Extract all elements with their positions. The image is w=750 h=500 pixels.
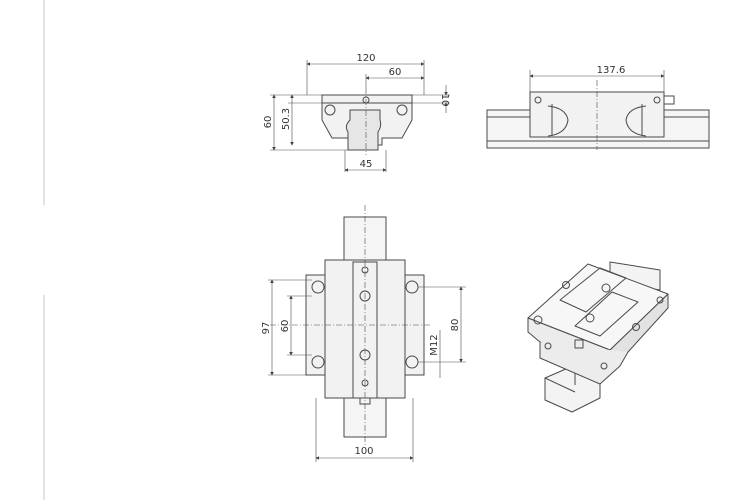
left-border-top: [43, 0, 45, 205]
iso-bolt-front-2: [600, 362, 608, 370]
top-view: [268, 205, 466, 462]
front-dim-total-width: 120: [356, 53, 375, 64]
iso-bolt-front-1: [544, 342, 552, 350]
front-view: [270, 60, 450, 172]
top-bolt-bl: [311, 355, 325, 369]
front-bolt-left: [324, 104, 336, 116]
front-dim-rail-width: 45: [360, 159, 373, 170]
side-dim-length: 137.6: [597, 65, 626, 76]
isometric-view: [527, 261, 669, 413]
top-dim-width: 100: [354, 446, 373, 457]
left-border-bottom: [43, 295, 45, 500]
top-dim-bolt-spacing: 80: [450, 319, 461, 332]
iso-hole-2: [562, 281, 570, 289]
front-rail: [345, 109, 382, 151]
iso-hole-1: [533, 315, 543, 325]
iso-grease-nipple: [574, 339, 584, 349]
side-bolt-left: [534, 96, 542, 104]
front-dim-top-offset: 10: [439, 94, 450, 107]
iso-hole-6: [656, 296, 664, 304]
top-dim-hole-pitch-long: 97: [261, 322, 272, 335]
iso-hole-3: [601, 283, 611, 293]
front-bolt-right: [396, 104, 408, 116]
front-dim-height: 60: [263, 116, 274, 129]
top-bolt-tl: [311, 280, 325, 294]
iso-hole-5: [632, 323, 640, 331]
side-bolt-right: [653, 96, 661, 104]
top-dim-thread: M12: [429, 334, 440, 355]
iso-hole-4: [585, 313, 595, 323]
front-dim-body-height: 50.3: [281, 108, 292, 130]
front-dim-half-width: 60: [389, 67, 402, 78]
side-view: [486, 70, 710, 150]
side-grease-nipple: [664, 95, 675, 105]
top-dim-hole-pitch-short: 60: [280, 320, 291, 333]
